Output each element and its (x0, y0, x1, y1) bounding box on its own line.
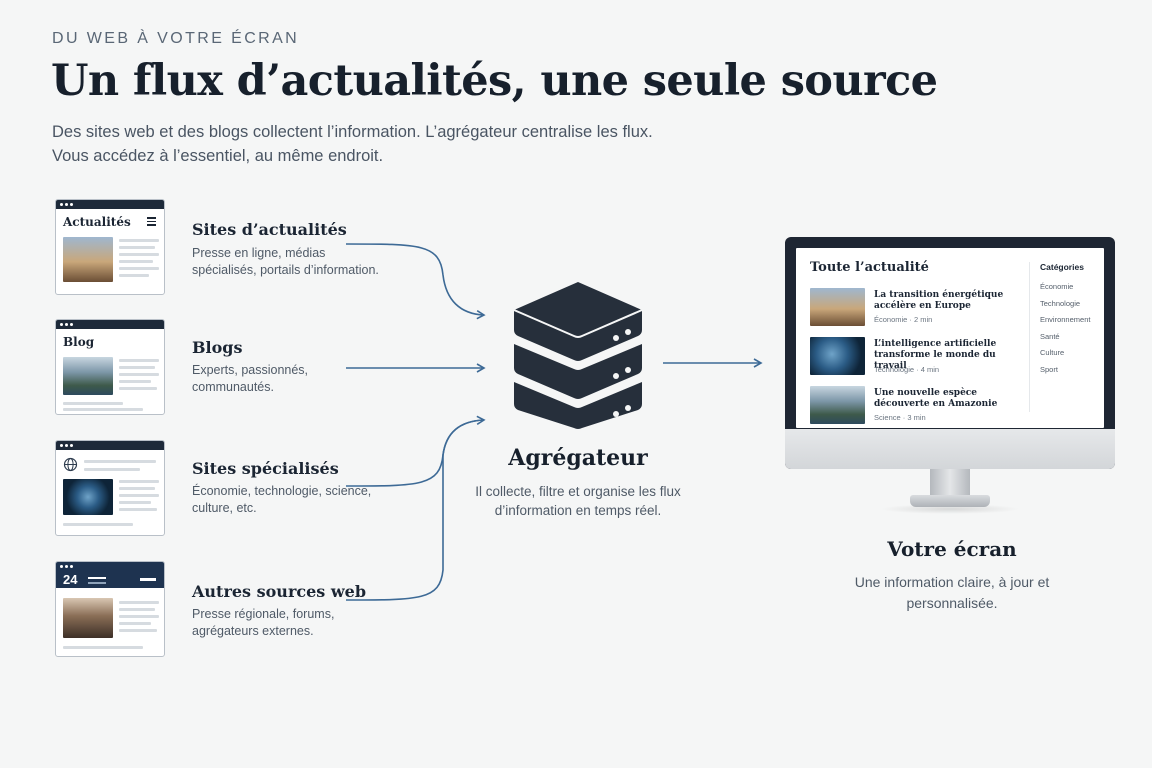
specialized-site-thumbnail (55, 440, 165, 536)
aggregator-title: Agrégateur (508, 445, 648, 471)
source-title-news: Sites d’actualités (192, 220, 347, 239)
mountain-photo (63, 357, 113, 395)
article-headline: La transition énergétique accélère en Eu… (874, 290, 1004, 311)
window-bar (56, 200, 164, 209)
article-meta: Économie · 2 min (874, 315, 933, 324)
menu-icon (147, 217, 156, 226)
kicker: DU WEB À VOTRE ÉCRAN (52, 30, 300, 47)
globe-icon (63, 457, 78, 472)
source-title-blogs: Blogs (192, 338, 243, 357)
window-bar (56, 441, 164, 450)
server-stack-icon (513, 282, 643, 429)
monitor-screen: Toute l’actualité La transition énergéti… (796, 248, 1104, 428)
tech-photo (63, 479, 113, 515)
musician-photo (63, 598, 113, 638)
article-meta: Science · 3 min (874, 413, 926, 422)
news-site-thumbnail: Actualités (55, 199, 165, 295)
categories-panel: Catégories Économie Technologie Environn… (1029, 262, 1104, 412)
article-photo (810, 288, 865, 326)
article-item[interactable]: Une nouvelle espèce découverte en Amazon… (810, 386, 1020, 426)
intro-text: Des sites web et des blogs collectent l’… (52, 123, 653, 165)
article-item[interactable]: La transition énergétique accélère en Eu… (810, 288, 1020, 328)
page-title: Un flux d’actualités, une seule source (51, 56, 938, 106)
category-link[interactable]: Environnement (1040, 315, 1091, 324)
categories-title: Catégories (1040, 262, 1084, 272)
city-photo (63, 237, 113, 282)
source-title-specialized: Sites spécialisés (192, 459, 339, 478)
screen-title: Toute l’actualité (810, 260, 929, 275)
aggregator-desc: Il collecte, filtre et organise les flux… (475, 484, 681, 518)
window-bar (56, 320, 164, 329)
source-title-other: Autres sources web (192, 582, 367, 601)
article-item[interactable]: L’intelligence artificielle transforme l… (810, 337, 1020, 377)
source-desc-other: Presse régionale, forums, agrégateurs ex… (192, 607, 335, 638)
monitor: Toute l’actualité La transition énergéti… (785, 237, 1115, 469)
result-title: Votre écran (887, 537, 1017, 561)
thumbnail-title: Actualités (63, 215, 131, 229)
category-link[interactable]: Sport (1040, 364, 1058, 374)
category-link[interactable]: Santé (1040, 331, 1060, 341)
source-desc-news: Presse en ligne, médias spécialisés, por… (192, 246, 379, 277)
article-photo (810, 386, 865, 424)
blog-thumbnail: Blog (55, 319, 165, 415)
article-photo (810, 337, 865, 375)
article-headline: L’intelligence artificielle transforme l… (874, 339, 997, 371)
window-bar: 24 (56, 562, 164, 588)
thumbnail-title: 24 (63, 572, 78, 587)
monitor-foot (910, 495, 990, 507)
article-meta: Technologie · 4 min (874, 365, 940, 374)
category-link[interactable]: Technologie (1040, 298, 1081, 308)
category-link[interactable]: Culture (1040, 348, 1065, 357)
monitor-shadow (880, 504, 1020, 514)
monitor-chin (785, 429, 1115, 469)
monitor-neck (930, 469, 970, 495)
thumbnail-title: Blog (63, 335, 95, 349)
other-sources-thumbnail: 24 (55, 561, 165, 657)
source-desc-specialized: Économie, technologie, science, culture,… (192, 484, 372, 515)
source-desc-blogs: Experts, passionnés, communautés. (192, 363, 309, 394)
result-desc: Une information claire, à jour et person… (854, 574, 1050, 611)
article-headline: Une nouvelle espèce découverte en Amazon… (874, 388, 998, 409)
category-link[interactable]: Économie (1040, 282, 1074, 291)
